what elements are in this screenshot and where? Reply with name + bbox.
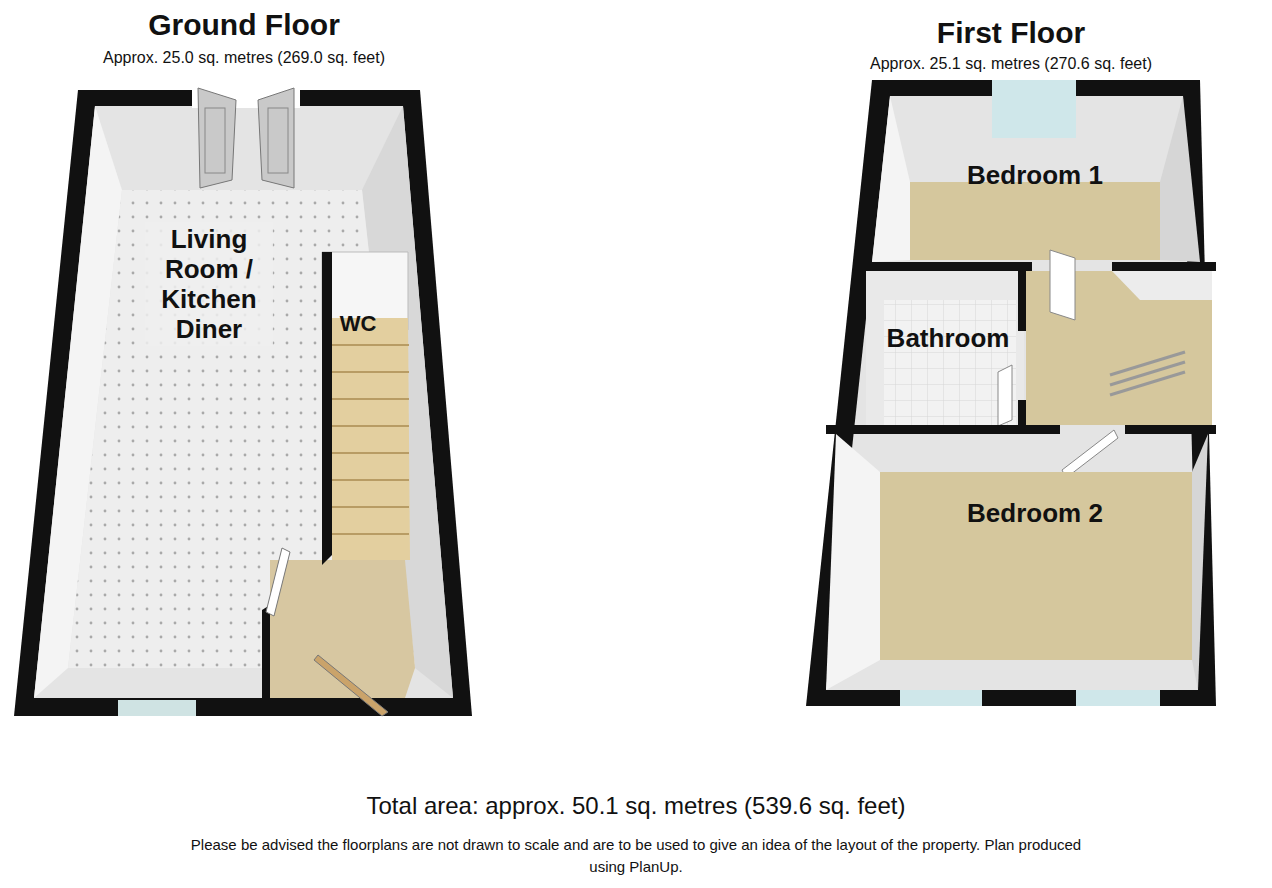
outer-wall bbox=[806, 80, 1216, 706]
window bbox=[992, 80, 1076, 138]
bedroom-floor bbox=[910, 182, 1160, 260]
door-panel bbox=[268, 108, 288, 173]
room-label-box: Living Room / Kitchen Diner bbox=[145, 222, 273, 346]
wall-face bbox=[1112, 271, 1212, 300]
room-name: WC bbox=[340, 311, 377, 337]
bathroom-wall bbox=[866, 271, 1024, 425]
front-door bbox=[314, 655, 388, 716]
internal-wall bbox=[826, 425, 1060, 434]
disclaimer-caption: Please be advised the floorplans are not… bbox=[176, 834, 1096, 878]
stair-treads bbox=[332, 345, 409, 534]
first-floor-plan bbox=[806, 80, 1216, 706]
floor-plan-area: Ground FloorApprox. 25.0 sq. metres (269… bbox=[14, 4, 474, 716]
wall-face bbox=[1160, 96, 1200, 262]
floor-area: Approx. 25.1 sq. metres (270.6 sq. feet) bbox=[804, 54, 1218, 73]
window bbox=[1076, 690, 1160, 706]
door bbox=[998, 365, 1012, 426]
internal-wall bbox=[322, 252, 332, 565]
wall-face bbox=[826, 434, 880, 690]
internal-wall bbox=[1112, 262, 1216, 271]
door bbox=[266, 548, 290, 616]
internal-wall bbox=[262, 605, 270, 700]
wall-face bbox=[872, 96, 910, 262]
ground-floor-plan bbox=[14, 86, 472, 716]
bedroom-floor bbox=[880, 472, 1192, 660]
internal-wall bbox=[1125, 425, 1216, 434]
floor-plan-area: First FloorApprox. 25.1 sq. metres (270.… bbox=[804, 12, 1218, 708]
floor-heading: First Floor bbox=[804, 16, 1218, 50]
window bbox=[118, 700, 196, 716]
staircase bbox=[332, 318, 410, 560]
room-name: Bedroom 1 bbox=[967, 160, 1103, 190]
floor-area: Approx. 25.0 sq. metres (269.0 sq. feet) bbox=[14, 48, 474, 67]
room-name: Living Room / Kitchen Diner bbox=[149, 224, 269, 344]
bathroom-floor bbox=[884, 300, 1016, 425]
room-label-box: WC bbox=[336, 309, 381, 339]
floor-heading: Ground Floor bbox=[14, 8, 474, 42]
door bbox=[1050, 250, 1075, 320]
total-area: Total area: approx. 50.1 sq. metres (539… bbox=[367, 792, 906, 820]
window bbox=[900, 690, 982, 706]
room-name: Bathroom bbox=[887, 323, 1010, 353]
outer-wall bbox=[14, 90, 472, 716]
room-label-box: Bedroom 1 bbox=[963, 158, 1107, 192]
room-label-box: Bathroom bbox=[883, 321, 1014, 355]
wall-face bbox=[34, 106, 453, 698]
room-name: Bedroom 2 bbox=[967, 498, 1103, 528]
patio-door bbox=[198, 88, 236, 188]
wall-face bbox=[1192, 434, 1208, 690]
towel-rail bbox=[1110, 352, 1185, 395]
internal-wall bbox=[866, 262, 1032, 271]
door bbox=[1062, 430, 1118, 478]
door-panel bbox=[205, 108, 225, 173]
patio-door bbox=[258, 88, 294, 188]
internal-wall bbox=[1018, 271, 1026, 331]
room-label-box: Bedroom 2 bbox=[963, 496, 1107, 530]
